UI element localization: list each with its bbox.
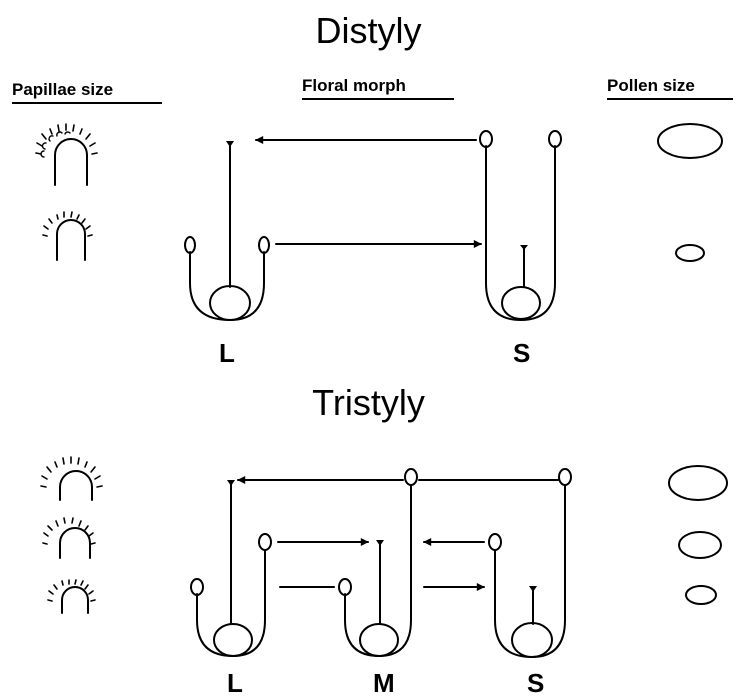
pollen-small-icon [676, 245, 704, 261]
papilla-small-icon [43, 212, 92, 260]
tristyly-short-style-flower [489, 469, 571, 657]
distyly-long-style-flower [185, 143, 269, 320]
pollen-small-icon [686, 586, 716, 604]
papilla-medium-icon [43, 518, 95, 558]
distyly-l-stigma [226, 141, 234, 147]
tristyly-mid-style-flower [339, 469, 417, 656]
tristyly-m-stigma [376, 540, 384, 546]
tristyly-s-stigma [529, 586, 537, 592]
tristyly-long-style-flower [191, 485, 271, 656]
papilla-small-icon [48, 580, 95, 613]
tristyly-l-stigma [227, 480, 235, 486]
distyly-short-style-flower [480, 131, 561, 320]
papilla-large-icon [36, 124, 97, 185]
pollen-large-icon [658, 124, 722, 158]
distyly-s-stigma [520, 245, 528, 250]
pollen-large-icon [669, 466, 727, 500]
papilla-large-icon [41, 457, 102, 500]
pollen-medium-icon [679, 532, 721, 558]
